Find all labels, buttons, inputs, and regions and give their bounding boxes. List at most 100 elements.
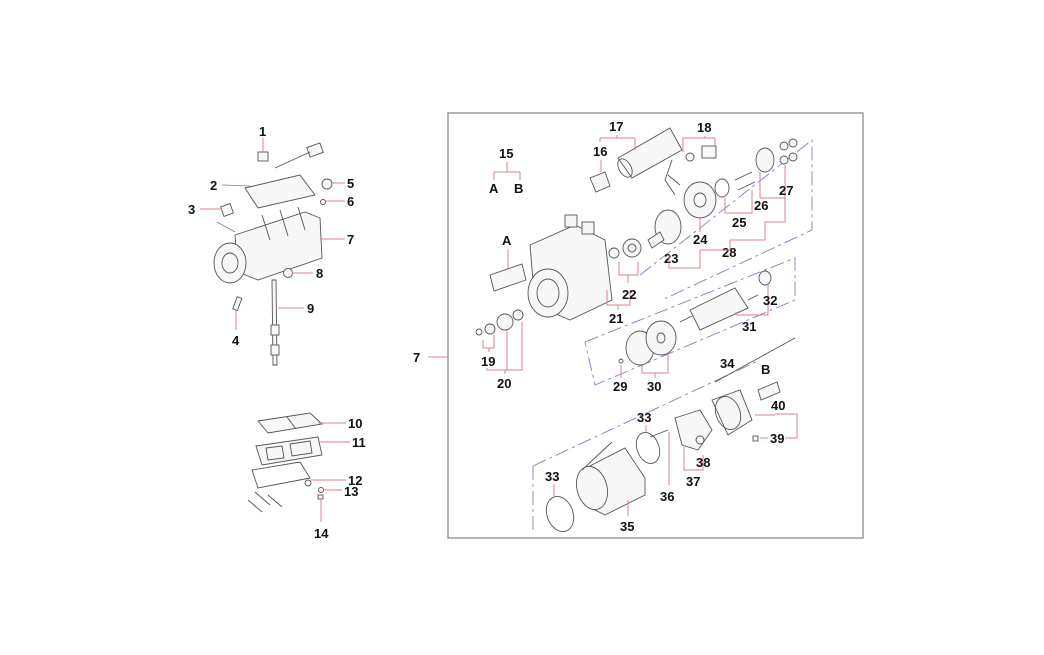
bolt-part-3 — [220, 203, 234, 217]
gear-part-24 — [683, 181, 717, 219]
callout-b: B — [761, 362, 770, 377]
callout-37: 37 — [686, 474, 700, 489]
armature-part-31 — [689, 287, 749, 331]
lever-assembly — [664, 145, 717, 196]
guide-box-middle — [584, 257, 796, 386]
yoke-face — [575, 465, 609, 511]
callout-11: 11 — [352, 435, 366, 450]
pan-detail — [247, 491, 283, 513]
washer-part-18 — [685, 152, 695, 162]
connector-part — [306, 142, 324, 158]
wire-part — [274, 151, 311, 169]
exploded-view-frame — [447, 112, 864, 539]
solenoid-assembly — [589, 127, 683, 193]
cable-sleeve — [270, 344, 280, 356]
end-cover-rim — [714, 396, 742, 430]
callout-16: 16 — [593, 144, 607, 159]
leader-25 — [724, 190, 753, 214]
callout-39: 39 — [770, 431, 784, 446]
callout-34: 34 — [720, 356, 735, 371]
callout-4: 4 — [232, 333, 240, 348]
callout-9: 9 — [307, 301, 314, 316]
nut-part-5 — [321, 178, 333, 190]
solenoid-part-17 — [617, 127, 683, 179]
callout-24: 24 — [693, 232, 708, 247]
cap-part-26 — [755, 147, 775, 173]
callout-15-a: A — [489, 181, 499, 196]
front-flange-part — [213, 242, 247, 284]
callout-1: 1 — [259, 124, 266, 139]
callout-35: 35 — [620, 519, 634, 534]
drive-housing-assembly — [527, 214, 613, 321]
plate-bore — [656, 332, 666, 344]
cable-part-9 — [271, 279, 278, 366]
guide-box-upper — [639, 139, 813, 301]
callout-2: 2 — [210, 178, 217, 193]
pin-part-29 — [618, 358, 624, 364]
callout-23: 23 — [664, 251, 678, 266]
callout-30: 30 — [647, 379, 661, 394]
callout-22: 22 — [622, 287, 636, 302]
leader-15 — [493, 162, 521, 180]
leader-37 — [683, 447, 704, 471]
bearing-part-22 — [622, 238, 642, 258]
leader-17 — [599, 135, 636, 150]
housing-bore — [536, 278, 560, 308]
drive-lever-part — [664, 159, 681, 196]
gasket-divider — [286, 416, 297, 430]
callout-33-lower: 33 — [545, 469, 559, 484]
callout-14: 14 — [314, 526, 329, 541]
washer-part-13 — [318, 487, 324, 493]
spring-part-20 — [512, 309, 524, 321]
housing-tab — [581, 221, 595, 235]
housing-tab — [564, 214, 578, 228]
shaft-part-23 — [647, 231, 665, 249]
callout-5: 5 — [347, 176, 354, 191]
clip-part-19 — [475, 328, 483, 336]
callout-21: 21 — [609, 311, 623, 326]
bracket-part-18 — [701, 145, 717, 159]
leader-30 — [641, 353, 669, 378]
plunger-part-26 — [734, 171, 756, 191]
motor-housing-part-7 — [234, 211, 323, 281]
leader-18 — [682, 136, 716, 152]
plug-part-12 — [304, 479, 312, 487]
nut-part-27 — [779, 155, 789, 165]
brush-holder-part-37 — [674, 409, 713, 451]
housing-detail — [261, 206, 306, 241]
callout-38: 38 — [696, 455, 710, 470]
callout-15: 15 — [499, 146, 513, 161]
callout-7-frame: 7 — [413, 350, 420, 365]
callout-20: 20 — [497, 376, 511, 391]
leader-40 — [755, 413, 798, 439]
washer-part-22 — [608, 247, 620, 259]
nut-part-27 — [779, 141, 789, 151]
callout-a: A — [502, 233, 512, 248]
guide-line — [216, 221, 236, 233]
callout-28: 28 — [722, 245, 736, 260]
nut-part-27 — [788, 138, 798, 148]
solenoid-part-2 — [244, 174, 316, 209]
gasket-part-10 — [257, 412, 323, 434]
seal-part-14 — [317, 494, 324, 500]
callout-36: 36 — [660, 489, 674, 504]
starter-assembly-illustration — [213, 142, 333, 366]
terminal-part-16 — [589, 171, 611, 193]
callout-13: 13 — [344, 484, 358, 499]
cover-detail — [265, 440, 313, 461]
callout-27: 27 — [779, 183, 793, 198]
pinion-part — [221, 252, 239, 274]
leader-2 — [221, 184, 251, 187]
clutch-assembly — [647, 138, 798, 249]
pinion-part-20 — [496, 313, 514, 331]
leader-19 — [482, 335, 495, 352]
callout-18: 18 — [697, 120, 711, 135]
plate-part-30 — [645, 320, 677, 356]
gear-bore — [693, 192, 707, 208]
yoke-wire — [581, 441, 613, 471]
callout-32: 32 — [763, 293, 777, 308]
gasket-assembly-illustration — [247, 412, 324, 513]
pan-part — [251, 461, 311, 489]
callout-29: 29 — [613, 379, 627, 394]
